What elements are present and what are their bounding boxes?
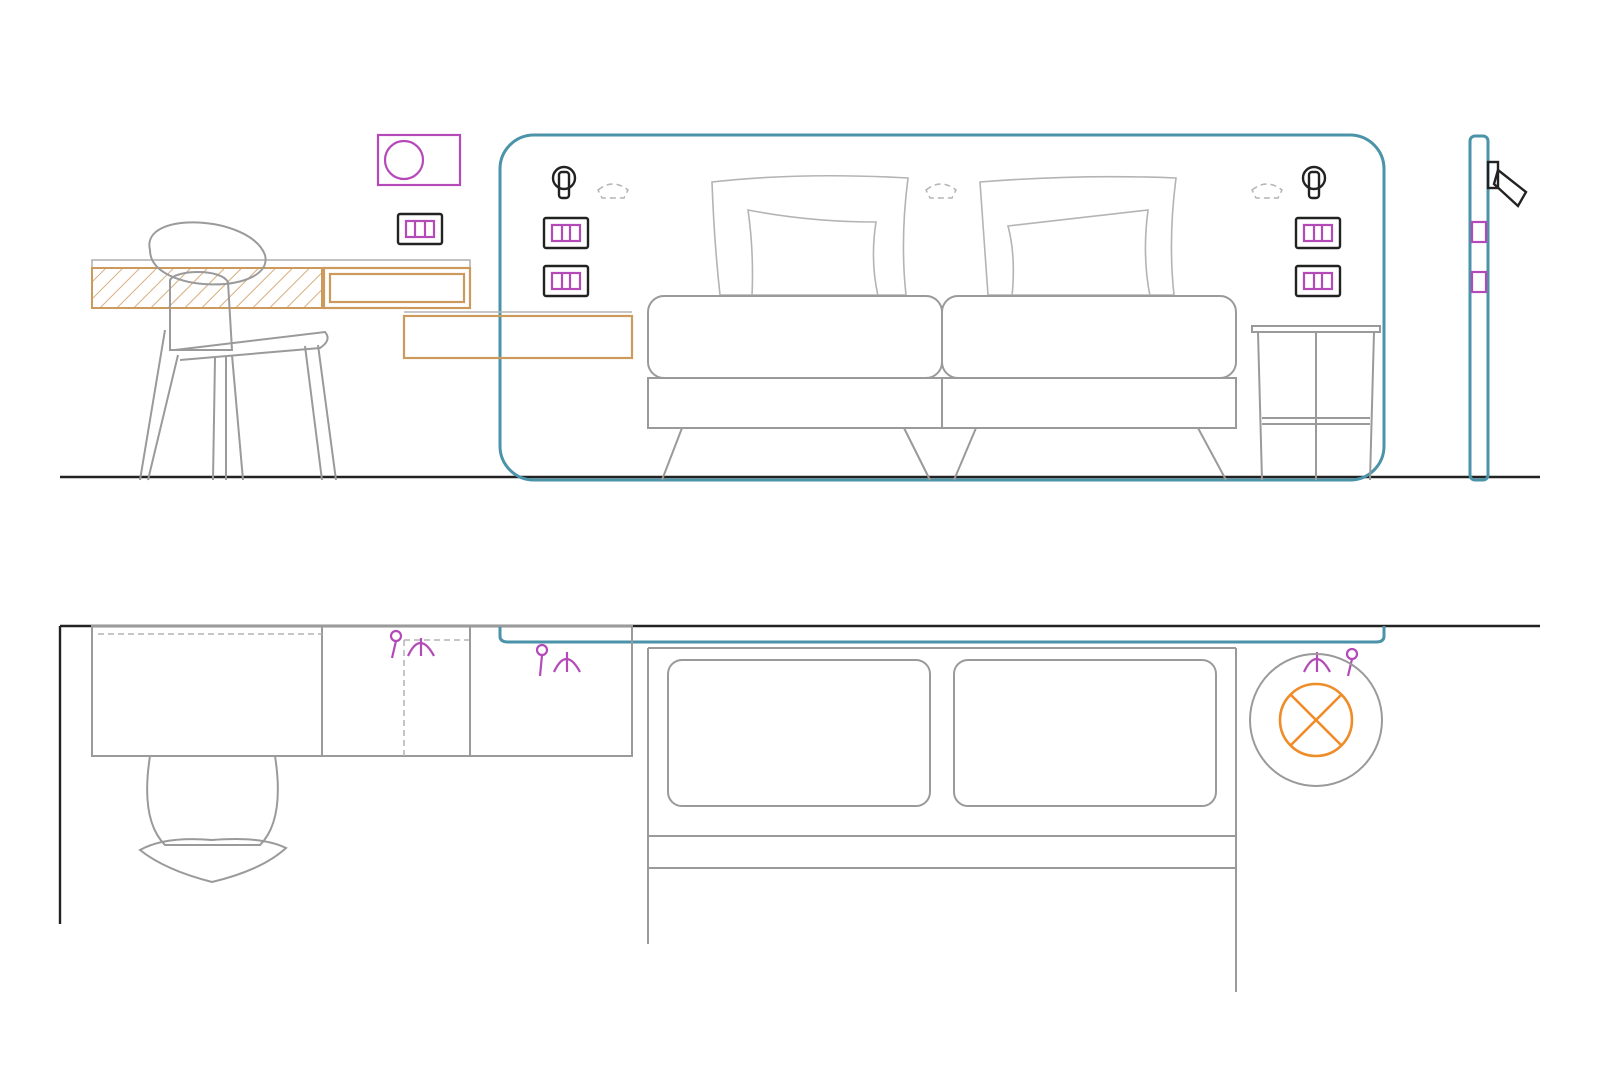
headboard-switch-right-upper-icon xyxy=(1294,216,1342,250)
reading-lamp-right-icon xyxy=(1301,165,1327,200)
socket-nightstand-icon xyxy=(1303,647,1359,677)
plan-view xyxy=(58,624,1540,992)
chair-plan xyxy=(138,755,288,884)
pillow-left xyxy=(711,174,909,297)
headboard-switch-left-lower-icon xyxy=(542,264,590,298)
wall-light-icon xyxy=(597,183,1283,199)
side-wall-panel xyxy=(1468,134,1490,482)
headboard-switch-right-lower-icon xyxy=(1294,264,1342,298)
room-control-panel xyxy=(376,133,462,187)
nightstand-elevation xyxy=(1251,325,1381,481)
socket-shelf-icon xyxy=(535,643,581,677)
desk-elevation xyxy=(91,259,634,360)
desk-hatched-panel xyxy=(91,267,323,309)
floating-shelf xyxy=(402,314,634,360)
chair-elevation xyxy=(139,221,337,481)
bed-plan xyxy=(647,647,1237,992)
bed-right-elevation xyxy=(941,295,1237,481)
ceiling-light-icon xyxy=(1278,682,1354,758)
pillow-right xyxy=(979,175,1177,297)
bed-left-elevation xyxy=(647,295,943,481)
desk-plan xyxy=(91,625,633,757)
nightstand-plan xyxy=(1249,653,1383,787)
elevation-view xyxy=(60,133,1540,482)
wall-spotlight-icon xyxy=(1486,160,1528,208)
reading-lamp-left-icon xyxy=(551,165,577,200)
headboard-switch-left-upper-icon xyxy=(542,216,590,250)
desk-drawer xyxy=(322,266,472,310)
headboard-panel-plan xyxy=(498,626,1386,644)
pillow-plan-right xyxy=(953,659,1217,807)
socket-desk-icon xyxy=(389,629,435,659)
desk-switch-icon xyxy=(396,212,444,246)
shelf-plan xyxy=(469,625,633,757)
headboard-panel xyxy=(498,133,1386,482)
pillow-plan-left xyxy=(667,659,931,807)
